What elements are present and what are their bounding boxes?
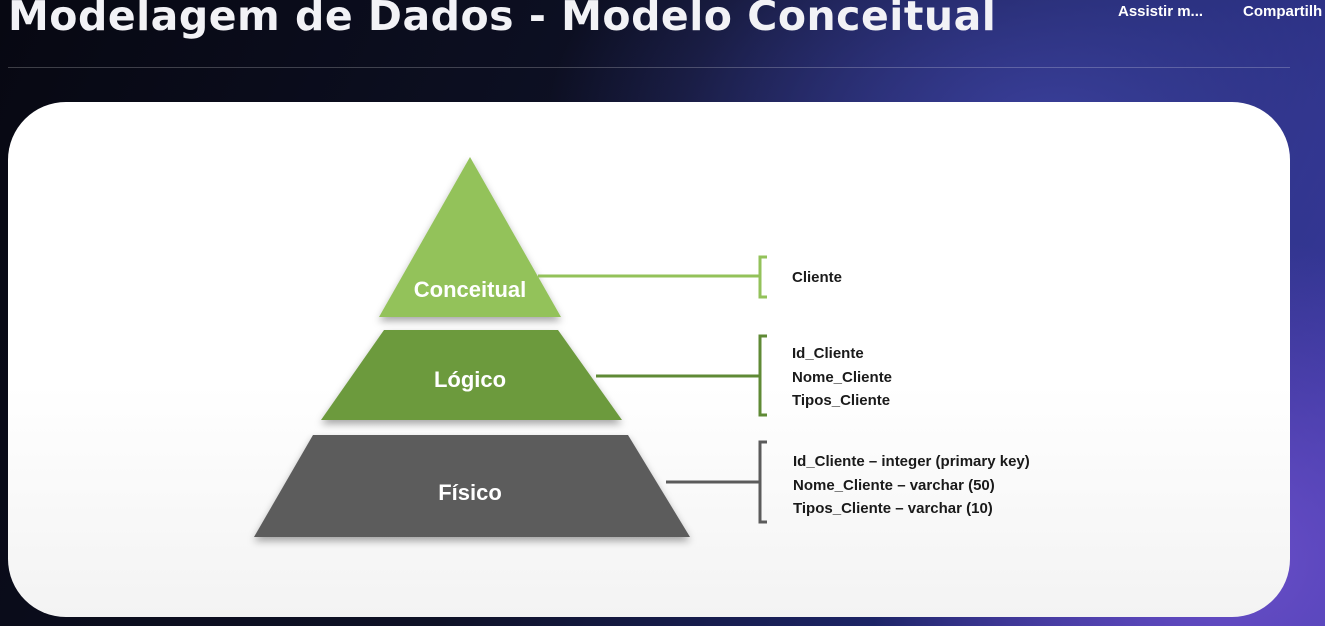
detail-conceitual-entity: Cliente [792, 269, 842, 286]
connector-conceitual [538, 255, 767, 299]
slide-card: Conceitual Lógico Físico [8, 102, 1290, 617]
pyramid-tier-logico [321, 330, 622, 420]
pyramid-tier-fisico [254, 435, 690, 537]
detail-fisico-column: Id_Cliente – integer (primary key) [793, 453, 1030, 470]
level-label-logico: Lógico [434, 367, 506, 392]
watch-later-button[interactable]: Assistir m... [1118, 3, 1204, 20]
detail-fisico-column: Nome_Cliente – varchar (50) [793, 477, 995, 494]
connector-logico [596, 334, 767, 417]
connector-fisico [666, 440, 767, 524]
detail-fisico-column: Tipos_Cliente – varchar (10) [793, 500, 993, 517]
pyramid-tier-conceitual [379, 157, 561, 317]
detail-logico-attribute: Id_Cliente [792, 345, 864, 362]
detail-logico-attribute: Tipos_Cliente [792, 392, 890, 409]
level-label-conceitual: Conceitual [414, 277, 526, 302]
detail-logico-attribute: Nome_Cliente [792, 369, 892, 386]
title-divider [8, 67, 1290, 68]
pyramid-diagram: Conceitual Lógico Físico [254, 157, 1030, 537]
share-button[interactable]: Compartilh [1243, 3, 1323, 20]
level-label-fisico: Físico [438, 480, 502, 505]
video-title[interactable]: Modelagem de Dados - Modelo Conceitual [8, 0, 997, 40]
